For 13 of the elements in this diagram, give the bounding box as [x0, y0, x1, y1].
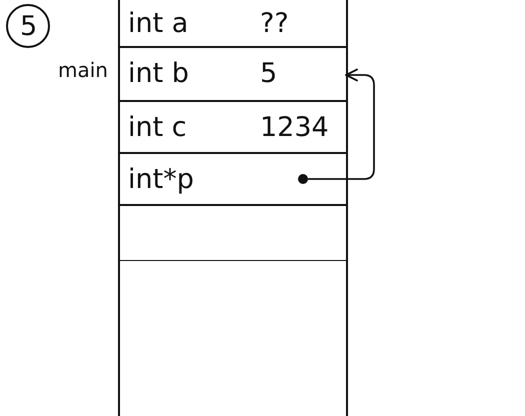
step-number-circle — [6, 4, 50, 48]
variable-declaration: int b — [128, 60, 189, 87]
variable-value: 5 — [260, 60, 278, 87]
step-number: 5 — [20, 13, 38, 40]
variable-declaration: int c — [128, 114, 187, 141]
variable-value: ?? — [260, 10, 289, 37]
variable-declaration: int*p — [128, 166, 194, 193]
variable-value: 1234 — [260, 114, 329, 141]
pointer-arrow — [308, 68, 375, 180]
pointer-dot — [298, 174, 308, 184]
function-name: main — [58, 60, 108, 80]
stack-frame — [118, 0, 348, 416]
variable-declaration: int a — [128, 10, 188, 37]
